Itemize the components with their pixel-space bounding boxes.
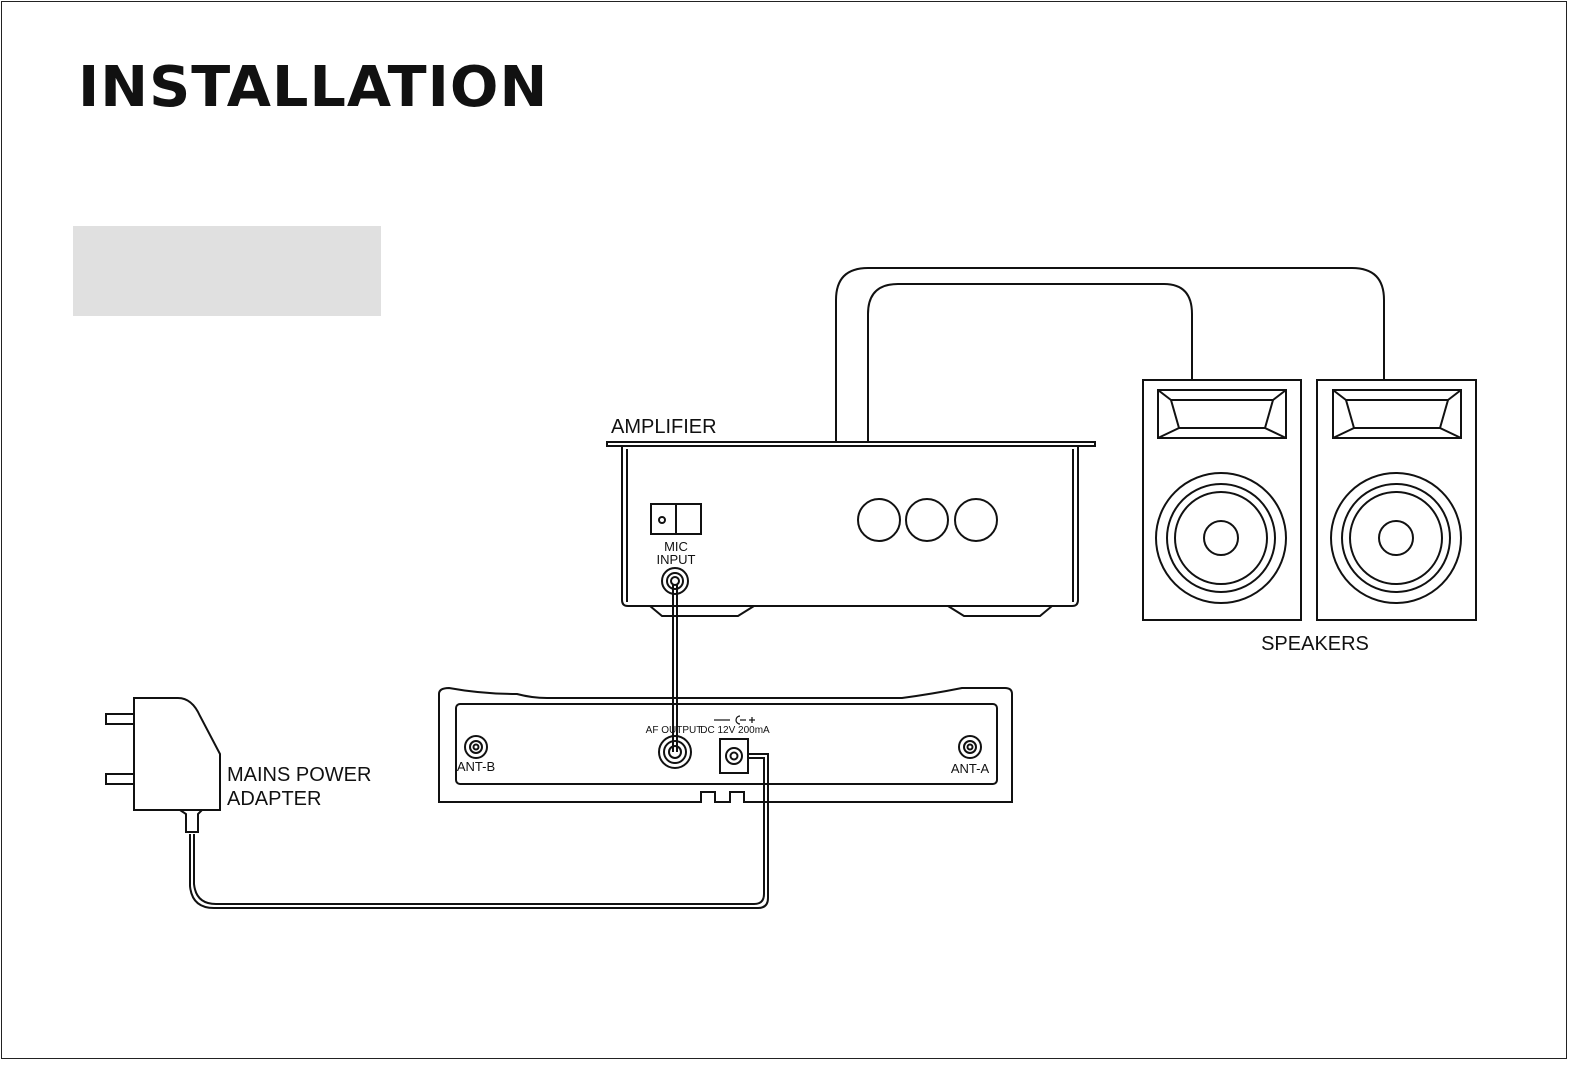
power-cable [189,753,769,909]
ant-a-connector [958,735,982,759]
ant-a-label: ANT-A [951,761,990,776]
speakers-label: SPEAKERS [1261,633,1369,655]
af-output-jack [658,735,692,769]
amplifier-unit [606,441,1096,617]
mains-adapter-label-line2: ADAPTER [227,788,321,810]
gray-placeholder-box [73,226,381,316]
power-switch [650,503,702,535]
audio-cable [672,585,678,752]
speaker-left [1142,379,1302,621]
amplifier-knobs [857,498,998,542]
speaker-cable [835,267,1385,442]
connection-diagram: AMPLIFIER MIC INPUT [105,267,1477,909]
dc-polarity-icon [714,715,755,725]
af-output-label: AF OUTPUT [646,725,703,736]
ant-b-connector [464,735,488,759]
page-title: INSTALLATION [78,55,549,120]
mic-input-label-line2: INPUT [657,552,696,567]
ant-b-label: ANT-B [457,759,495,774]
receiver-unit [438,686,1013,803]
dc-spec-label: DC 12V 200mA [700,725,770,736]
mic-input-label-line1: MIC [664,539,688,554]
dc-input-jack [719,738,749,774]
mains-adapter-label-line1: MAINS POWER [227,764,371,786]
speaker-right [1316,379,1477,621]
installation-page: INSTALLATION [1,1,1567,1059]
mic-input-jack [661,567,689,595]
mains-adapter [105,697,221,833]
amplifier-label: AMPLIFIER [611,416,717,438]
